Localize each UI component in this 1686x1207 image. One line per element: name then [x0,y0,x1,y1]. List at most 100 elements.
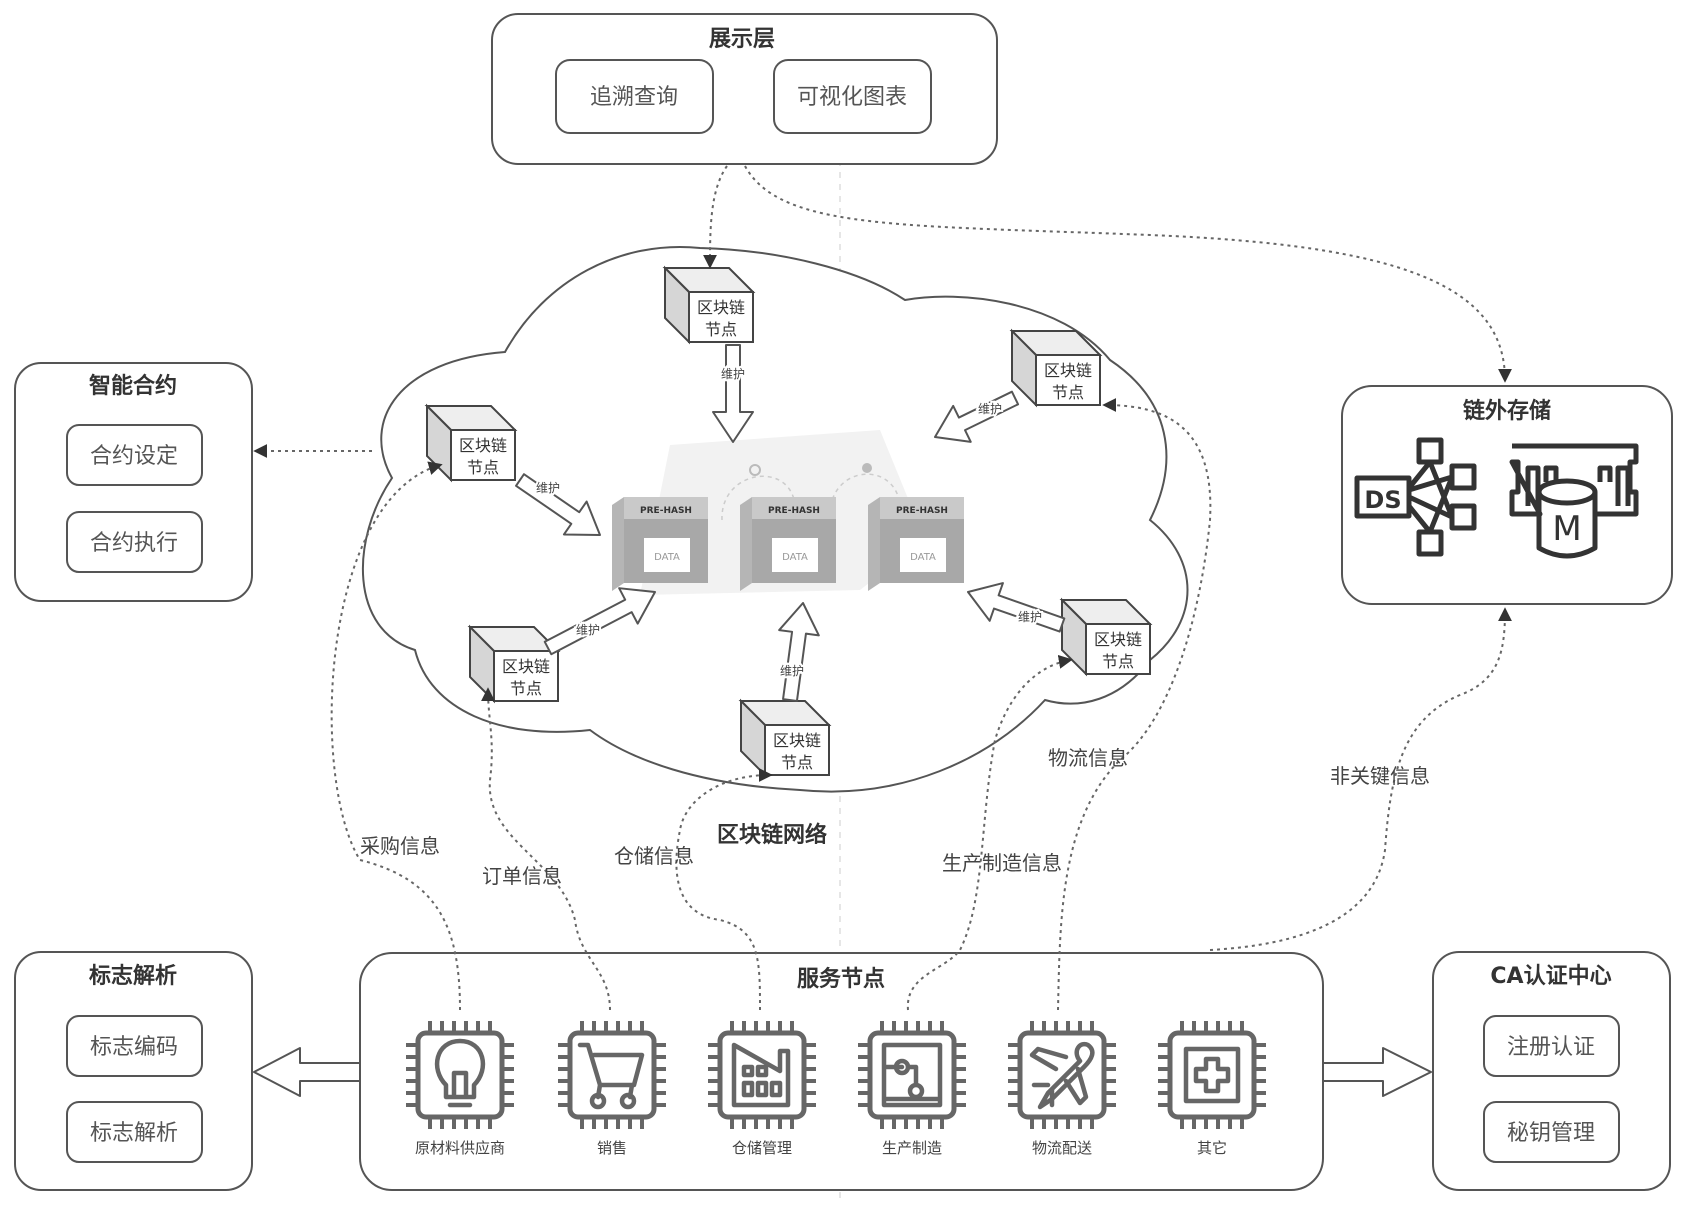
factory-building-icon [731,1042,791,1108]
connector-display-to-offchain [744,165,1512,383]
service-node-label: 仓储管理 [732,1139,792,1157]
identity-encoding-label: 标志编码 [90,1035,178,1060]
identity-parsing-button[interactable]: 标志解析 [66,1101,203,1163]
plus-icon [1183,1046,1241,1104]
contract-setting-button[interactable]: 合约设定 [66,424,203,486]
maintain-arrow [712,344,754,443]
visual-chart-label: 可视化图表 [797,85,907,110]
node-label-line1: 区块链 [459,436,507,455]
service-node-label: 生产制造 [882,1139,942,1157]
chip-frame [867,1030,957,1120]
block-header-label: PRE-HASH [896,506,948,516]
contract-execution-button[interactable]: 合约执行 [66,511,203,573]
key-management-button[interactable]: 秘钥管理 [1483,1101,1620,1163]
node-label-line2: 节点 [705,320,737,339]
node-label-line2: 节点 [1052,383,1084,402]
service-node-label: 销售 [597,1139,627,1157]
connector-display-to-node [703,165,728,269]
chip-pins [1008,1021,1116,1129]
data-service-icon: DS [1354,437,1477,557]
service-node-1[interactable]: 原材料供应商 [406,1021,514,1157]
maintain-arrow [967,582,1066,633]
node-label-line1: 区块链 [697,298,745,317]
service-node-2[interactable]: 销售 [558,1021,666,1157]
chip-frame [1017,1030,1107,1120]
service-node-label: 原材料供应商 [415,1139,505,1157]
identity-encoding-button[interactable]: 标志编码 [66,1015,203,1077]
trace-query-button[interactable]: 追溯查询 [555,59,714,134]
maintain-arrow [934,390,1020,443]
service-node-4[interactable]: 生产制造 [858,1021,966,1157]
connector-non-key-info [1209,607,1512,951]
lightbulb-icon [434,1038,486,1108]
non-key-info-label: 非关键信息 [1330,764,1430,788]
block-data-label: DATA [910,552,936,563]
maintain-label: 维护 [978,402,1002,416]
ca-center-panel: CA认证中心 注册认证 秘钥管理 [1432,951,1671,1191]
block-data-label: DATA [654,552,680,563]
connector-logistics-info [1057,398,1212,1011]
manufacturing-info-label: 生产制造信息 [942,851,1062,875]
identity-resolution-panel: 标志解析 标志编码 标志解析 [14,951,253,1191]
display-layer-title: 展示层 [709,27,775,52]
ca-center-title: CA认证中心 [1490,964,1611,989]
maintain-label: 维护 [576,623,600,637]
registration-auth-button[interactable]: 注册认证 [1483,1015,1620,1077]
node-label-line1: 区块链 [1094,630,1142,649]
node-label-line1: 区块链 [1044,361,1092,380]
arrow-to-identity-resolution [253,1047,361,1097]
offchain-storage-title: 链外存储 [1463,398,1551,424]
trace-query-label: 追溯查询 [590,85,678,110]
block-data-label: DATA [782,552,808,563]
node-label-line2: 节点 [1102,652,1134,671]
chip-frame [1167,1030,1257,1120]
contract-execution-label: 合约执行 [90,531,178,556]
shopping-cart-icon [577,1042,645,1110]
chip-pins [858,1021,966,1129]
blockchain-network-label: 区块链网络 [717,822,827,848]
order-info-label: 订单信息 [482,864,562,888]
chain-link-dot [862,463,872,473]
chain-link [721,473,901,521]
m-icon-label: M [1552,509,1581,549]
purchase-info-label: 采购信息 [360,834,440,858]
chain-block: PRE-HASH DATA [612,497,708,591]
service-node-label: 其它 [1197,1139,1227,1157]
service-node-5[interactable]: 物流配送 [1008,1021,1116,1157]
offchain-storage-panel: 链外存储 DS M [1341,385,1673,605]
maintain-arrow [515,473,601,536]
block-header-label: PRE-HASH [640,506,692,516]
connector-purchase-info [330,461,461,1011]
chain-link-dot [749,464,761,476]
maintain-label: 维护 [536,481,560,495]
maintain-arrow [778,602,820,702]
service-node-3[interactable]: 仓储管理 [708,1021,816,1157]
chip-pins [708,1021,816,1129]
chip-pins [1158,1021,1266,1129]
contract-setting-label: 合约设定 [90,444,178,469]
logistics-info-label: 物流信息 [1048,746,1128,770]
node-label-line1: 区块链 [502,657,550,676]
smart-contract-panel: 智能合约 合约设定 合约执行 [14,362,253,602]
chain-block: PRE-HASH DATA [868,497,964,591]
connector-manufacturing-info [906,654,1073,1011]
ds-icon-label: DS [1364,486,1401,514]
maintain-label: 维护 [780,664,804,678]
maintain-arrow [543,587,656,656]
storage-info-label: 仓储信息 [614,844,694,868]
visual-chart-button[interactable]: 可视化图表 [773,59,932,134]
smart-contract-title: 智能合约 [89,373,177,399]
service-node-label: 物流配送 [1032,1139,1092,1157]
chip-pins [406,1021,514,1129]
chip-frame [717,1030,807,1120]
chip-frame [415,1030,505,1120]
service-node-6[interactable]: 其它 [1158,1021,1266,1157]
